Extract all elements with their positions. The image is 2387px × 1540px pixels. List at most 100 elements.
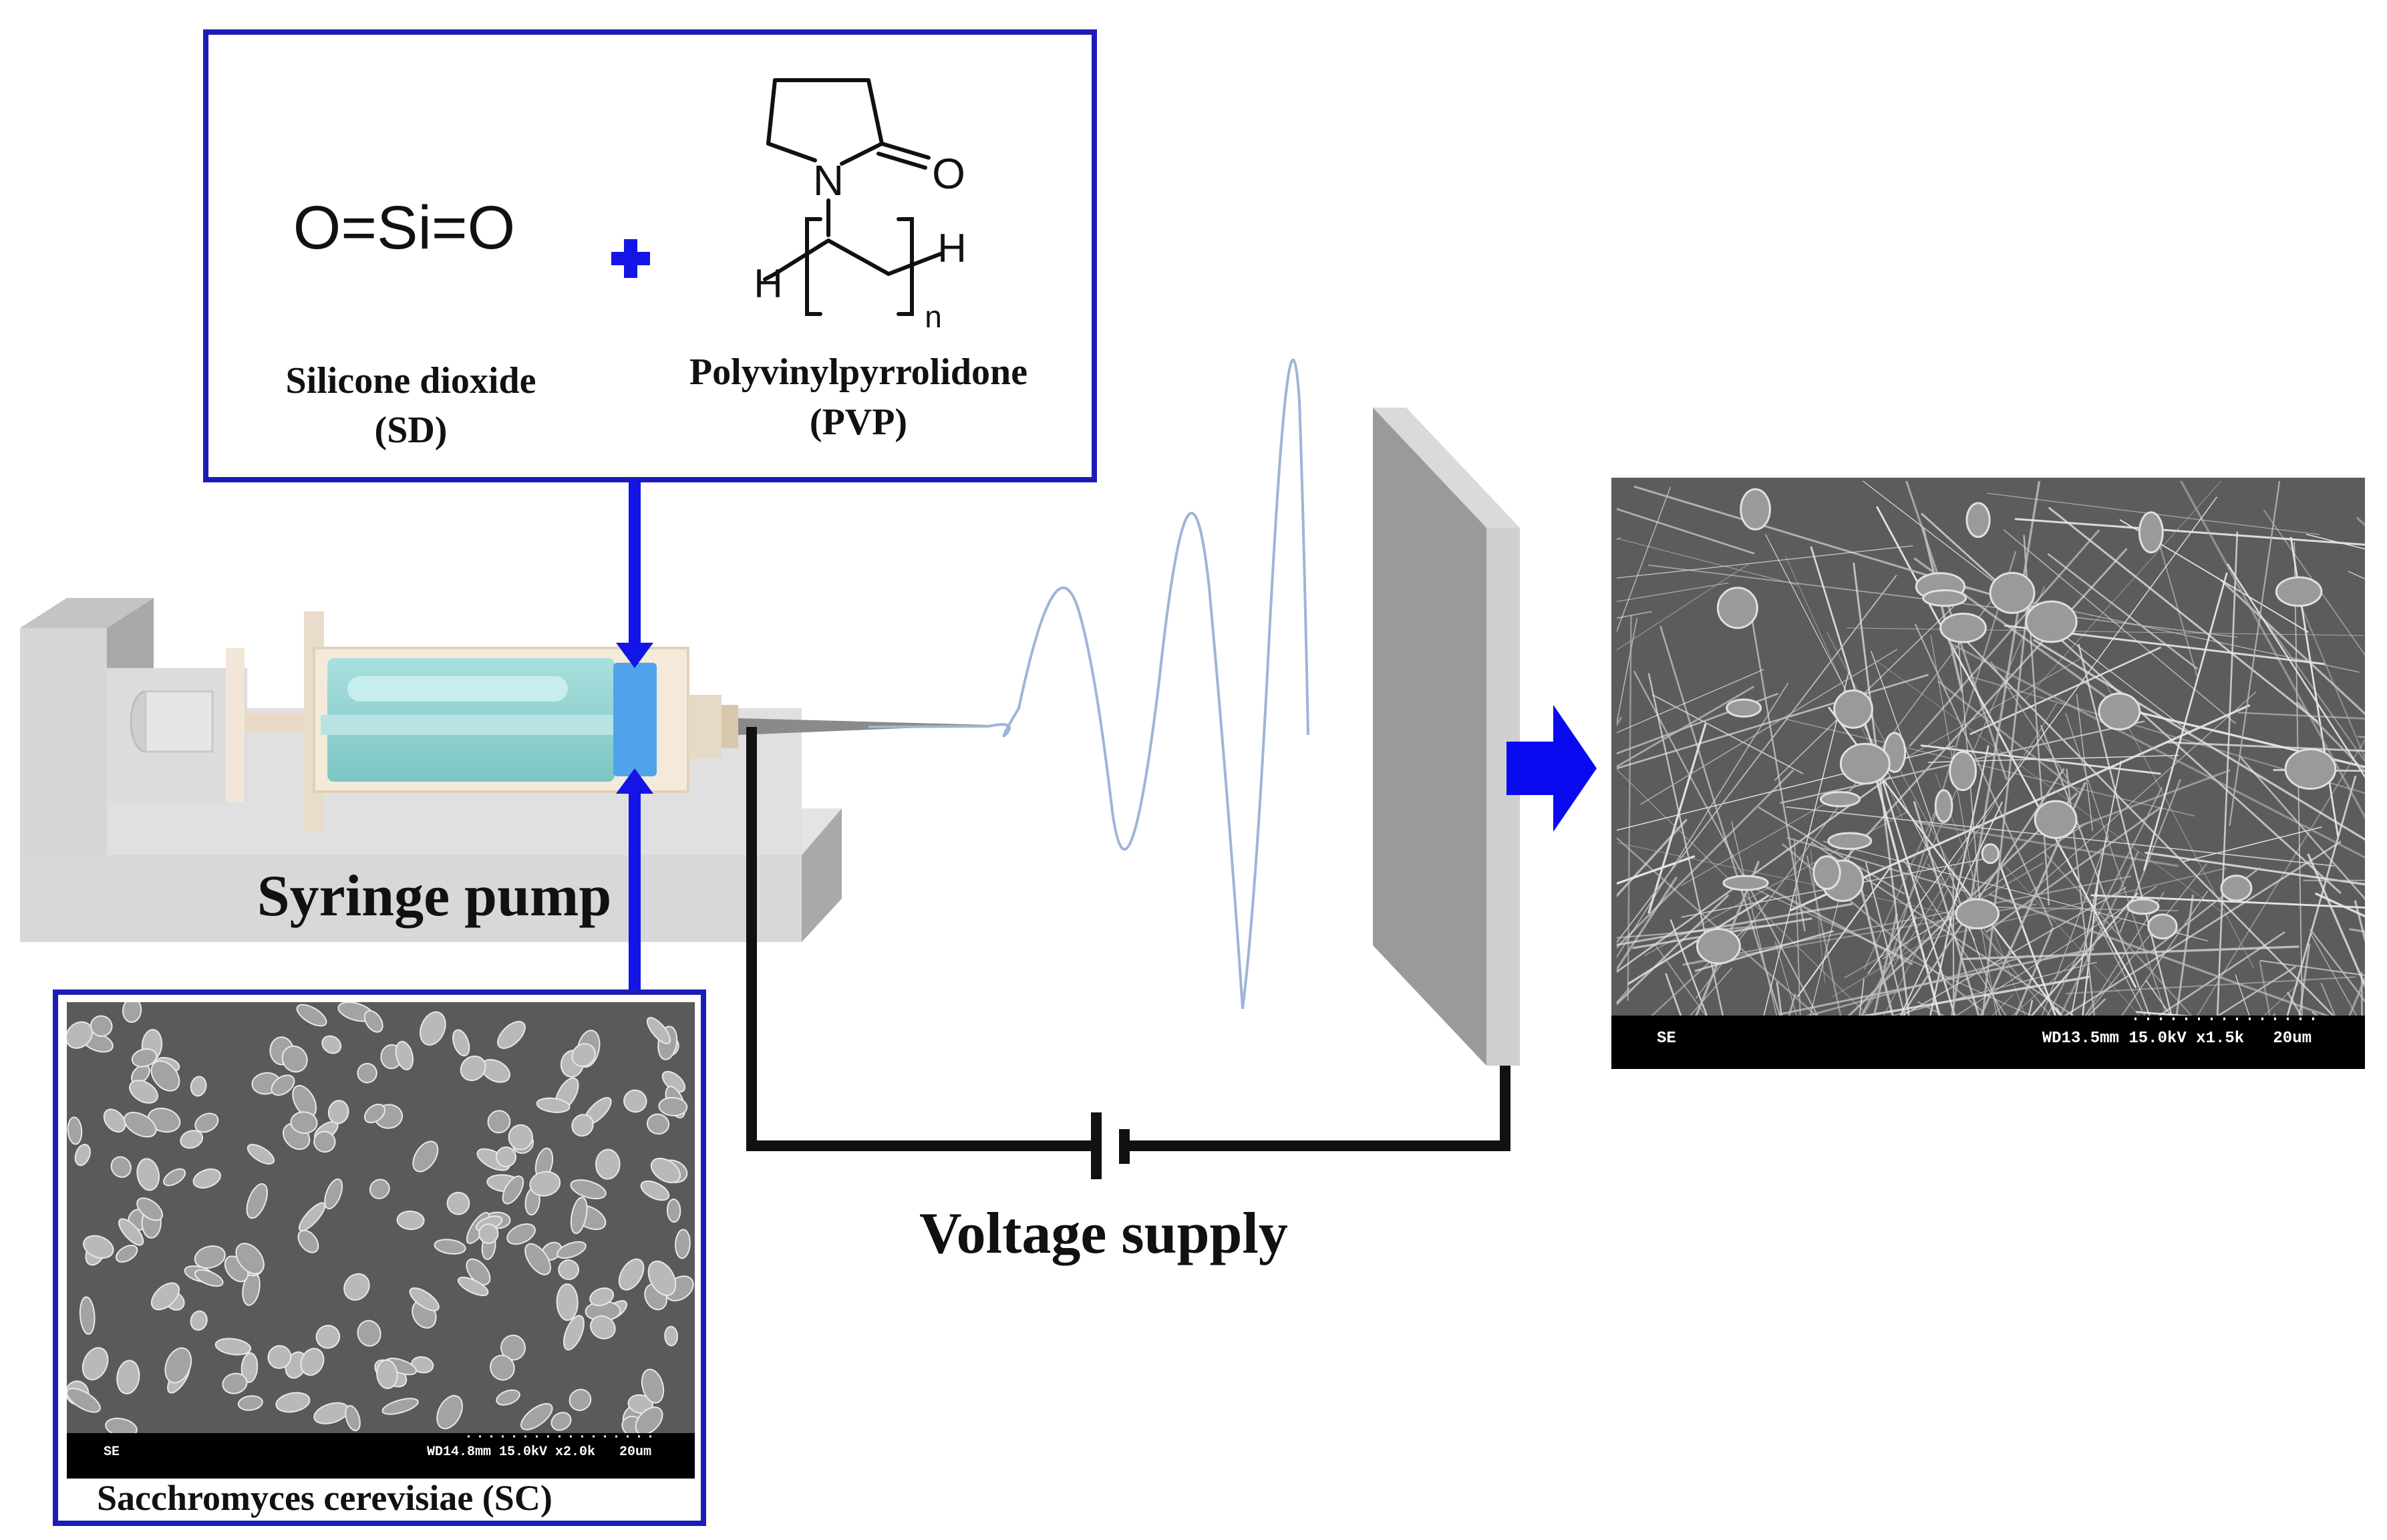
fiber-strand bbox=[1973, 832, 2140, 1016]
fiber-strand bbox=[2048, 769, 2231, 838]
fiber-strand bbox=[2065, 713, 2167, 1016]
yeast-cell bbox=[247, 1144, 275, 1165]
fiber-bead bbox=[1833, 689, 1873, 729]
yeast-cell bbox=[640, 1180, 670, 1201]
pvp-abbreviation: (PVP) bbox=[810, 402, 907, 443]
fiber-strand bbox=[2142, 572, 2228, 871]
yeast-cell bbox=[345, 1405, 361, 1432]
yeast-cell bbox=[420, 1011, 446, 1046]
fiber-strand bbox=[1806, 855, 1842, 1016]
fiber-strand bbox=[2263, 618, 2365, 763]
materials-box: O=Si=O Silicone dioxide (SD) bbox=[203, 29, 1097, 482]
fiber-bead bbox=[2034, 800, 2078, 839]
pvp-atom-n: N bbox=[813, 156, 844, 204]
fiber-strand bbox=[1617, 563, 1749, 651]
fiber-bead bbox=[1949, 750, 1977, 792]
yeast-cell bbox=[290, 1111, 318, 1134]
yeast-cell bbox=[300, 1348, 325, 1376]
yeast-cell bbox=[150, 1282, 180, 1311]
fiber-strand bbox=[1640, 648, 1898, 805]
yeast-cell bbox=[296, 1004, 327, 1027]
yeast-cell bbox=[267, 1345, 292, 1369]
fiber-bead bbox=[1716, 587, 1758, 629]
fiber-strand bbox=[1952, 875, 1955, 1016]
yeast-cell bbox=[67, 1388, 101, 1413]
yeast-cell bbox=[589, 1287, 615, 1307]
yeast-cell bbox=[357, 1062, 377, 1084]
fiber-bead bbox=[1740, 488, 1771, 530]
fiber-bead bbox=[2025, 600, 2078, 643]
fiber-bead bbox=[2284, 748, 2337, 790]
fiber-bead bbox=[2220, 875, 2253, 902]
fiber-strand bbox=[1990, 661, 2072, 786]
yeast-cell bbox=[623, 1089, 647, 1113]
fiber-strand bbox=[1778, 947, 2094, 1016]
pvp-subscript-n: n bbox=[925, 299, 942, 334]
fiber-strand bbox=[2090, 894, 2365, 909]
fiber-strand bbox=[1794, 838, 1801, 1016]
fiber-strand bbox=[1731, 820, 1778, 1016]
fiber-strand bbox=[1617, 769, 1794, 949]
yeast-cell bbox=[558, 1259, 580, 1280]
sd-abbreviation: (SD) bbox=[375, 410, 448, 451]
fiber-strand bbox=[1742, 873, 1913, 965]
yeast-cell bbox=[556, 1283, 579, 1322]
fiber-strand bbox=[2259, 959, 2365, 976]
fiber-strand bbox=[2296, 595, 2365, 760]
fiber-strand bbox=[1955, 886, 2157, 1016]
yeast-cell bbox=[495, 1146, 517, 1168]
fiber-strand bbox=[1617, 836, 1818, 1016]
yeast-cell bbox=[131, 1048, 158, 1068]
yeast-cell bbox=[550, 1412, 572, 1431]
yeast-cell bbox=[82, 1347, 109, 1381]
yeast-cell bbox=[502, 1175, 524, 1205]
fiber-strand bbox=[1617, 669, 1764, 734]
fiber-strand bbox=[1853, 562, 1910, 1016]
pump-base-front bbox=[20, 855, 802, 942]
sem-yeast-caption: Sacchromyces cerevisiae (SC) bbox=[97, 1478, 552, 1518]
yeast-cell bbox=[122, 1002, 142, 1023]
yeast-cell bbox=[650, 1157, 681, 1183]
yeast-cell bbox=[315, 1324, 341, 1349]
yeast-cell bbox=[524, 1243, 551, 1275]
fiber-strand bbox=[1935, 774, 2026, 1016]
fiber-strand bbox=[1774, 599, 1961, 781]
fiber-strand bbox=[1617, 545, 1913, 579]
fiber-strand bbox=[2113, 1022, 2386, 1419]
yeast-cell bbox=[192, 1168, 221, 1189]
yeast-cell bbox=[79, 1296, 96, 1335]
yeast-cell bbox=[395, 1040, 414, 1070]
fiber-bead bbox=[1981, 843, 2000, 865]
yeast-cell bbox=[363, 1103, 385, 1124]
yeast-cell bbox=[452, 1029, 470, 1057]
fiber-bead bbox=[2138, 511, 2164, 554]
fiber-strand bbox=[1647, 673, 1724, 1016]
fiber-strand bbox=[2310, 933, 2358, 1016]
yeast-cell bbox=[271, 1074, 295, 1096]
yeast-cell bbox=[357, 1320, 381, 1347]
fiber-strand bbox=[1617, 818, 1688, 898]
plunger-tip bbox=[613, 663, 657, 776]
fiber-strand bbox=[1655, 944, 1707, 1016]
yeast-cell bbox=[569, 1388, 592, 1411]
yeast-cell bbox=[520, 1403, 553, 1430]
yeast-cell bbox=[536, 1097, 571, 1113]
fiber-bead bbox=[1989, 572, 2036, 614]
fiber-strand bbox=[2048, 506, 2319, 723]
yeast-cell bbox=[457, 1276, 489, 1296]
fiber-strand bbox=[1828, 706, 2062, 1016]
fiber-strand bbox=[1865, 861, 1906, 1016]
sd-formula: O=Si=O bbox=[293, 194, 515, 262]
yeast-cell bbox=[496, 1389, 520, 1406]
yeast-cell bbox=[115, 1245, 138, 1263]
sem-yeast-bar-right: WD14.8mm 15.0kV x2.0k 20um bbox=[427, 1444, 651, 1460]
fiber-strand bbox=[2041, 834, 2109, 1016]
yeast-cell bbox=[136, 1197, 163, 1221]
fiber-strand bbox=[2307, 853, 2365, 989]
fiber-strand bbox=[2217, 965, 2296, 1016]
fiber-strand bbox=[1617, 692, 1779, 755]
fiber-strand bbox=[1789, 704, 2251, 912]
yeast-cell bbox=[563, 1315, 585, 1351]
yeast-cell bbox=[618, 1258, 645, 1291]
yeast-cell bbox=[478, 1223, 499, 1244]
